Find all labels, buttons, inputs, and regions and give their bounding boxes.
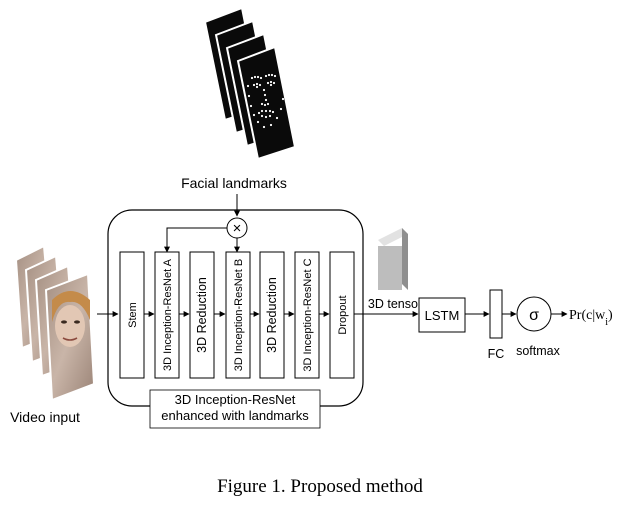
block-label-0: Stem (127, 302, 139, 328)
landmark-dot (266, 102, 270, 106)
enhanced-network-label-line2: enhanced with landmarks (161, 408, 309, 423)
arrow-multiply-to-block-a (164, 227, 227, 253)
landmark-dot (262, 88, 266, 92)
landmark-dot (269, 80, 273, 84)
tensor-cube-icon (378, 228, 408, 290)
landmark-dot (260, 102, 264, 106)
landmark-dot (262, 125, 266, 129)
landmark-dot (269, 123, 273, 127)
landmark-dot (267, 73, 271, 77)
block-label-5: 3D Inception-ResNet C (302, 258, 314, 371)
landmark-dot (252, 83, 256, 87)
landmark-dot (255, 85, 259, 89)
block-5 (294, 251, 320, 379)
block-label-4: 3D Reduction (265, 277, 279, 353)
network-blocks: Stem 3D Inception-ResNet A 3D Reduction 3D … (119, 251, 355, 379)
block-label-1: 3D Inception-ResNet A (162, 258, 174, 371)
landmark-dot (260, 114, 264, 118)
landmark-dot (281, 97, 285, 101)
landmark-dot (264, 74, 268, 78)
video-input-label: Video input (10, 409, 80, 425)
landmark-dot (263, 103, 267, 107)
fc-block (489, 289, 503, 339)
landmark-dot (246, 84, 250, 88)
block-4 (259, 251, 285, 379)
softmax-label: softmax (516, 344, 561, 358)
landmark-dot (264, 109, 268, 113)
enhanced-network-label-box (149, 389, 321, 429)
landmark-points (246, 73, 286, 129)
block-0 (119, 251, 145, 379)
landmark-dot (252, 113, 256, 117)
landmark-dot (282, 87, 286, 91)
block-3 (225, 251, 251, 379)
landmark-dot (256, 75, 260, 79)
landmark-dot (258, 83, 262, 87)
block-6 (329, 251, 355, 379)
landmark-dot (266, 81, 270, 85)
lstm-label: LSTM (425, 308, 460, 323)
fc-label: FC (488, 347, 505, 361)
block-2 (189, 251, 215, 379)
facial-landmarks-stack (203, 6, 297, 161)
landmark-dot (253, 75, 257, 79)
landmark-dot (260, 109, 264, 113)
landmark-dot (255, 82, 259, 86)
multiply-symbol: × (233, 220, 242, 237)
facial-landmarks-label: Facial landmarks (181, 175, 287, 191)
block-label-3: 3D Inception-ResNet B (233, 259, 245, 372)
landmark-dot (259, 76, 263, 80)
block-label-6: Dropout (337, 295, 349, 334)
figure-caption: Figure 1. Proposed method (217, 476, 423, 497)
landmark-dot (250, 76, 254, 80)
output-probability: Pr(c|wi) (569, 308, 613, 328)
output-label: Pr(c|w (569, 308, 606, 323)
landmark-dot (247, 94, 251, 98)
enhanced-network-label-line1: 3D Inception-ResNet (175, 392, 296, 407)
landmark-dot (268, 114, 272, 118)
block-1 (154, 251, 180, 379)
landmark-dot (273, 74, 277, 78)
landmark-dot (264, 98, 268, 102)
output-subscript: i (605, 317, 608, 328)
landmark-dot (275, 116, 279, 120)
landmark-dot (264, 115, 268, 119)
sigma-symbol: σ (529, 307, 539, 324)
landmark-dot (256, 120, 260, 124)
landmark-dot (269, 83, 273, 87)
block-label-2: 3D Reduction (195, 277, 209, 353)
landmark-dot (270, 73, 274, 77)
landmark-dot (249, 104, 253, 108)
landmark-dot (279, 107, 283, 111)
landmark-dot (268, 109, 272, 113)
landmark-dot (257, 111, 261, 115)
face-frame (44, 272, 96, 402)
tensor-label: 3D tensor (368, 297, 422, 311)
landmark-dot (263, 93, 267, 97)
output-close: ) (608, 308, 613, 323)
landmark-dot (272, 81, 276, 85)
lstm-block (418, 297, 466, 333)
video-input-stack (14, 244, 96, 402)
landmark-dot (271, 110, 275, 114)
